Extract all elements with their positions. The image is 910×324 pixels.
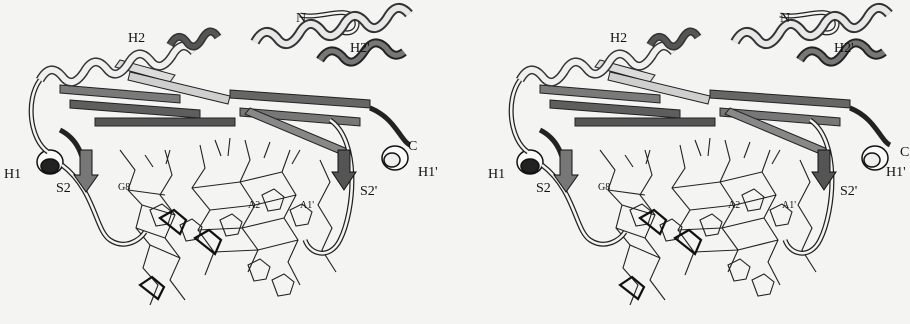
label-h1-prime: H1' (886, 165, 906, 180)
label-s2-prime: S2' (360, 184, 377, 199)
label-a1-prime: A1' (782, 200, 796, 211)
label-a2: A2 (248, 200, 260, 211)
label-g8: G8 (118, 182, 130, 193)
label-h2: H2 (610, 31, 627, 46)
left-stereo-panel: N C H2 H2' H1 H1' S2 S2' G8 A2 A1' (4, 8, 438, 305)
label-h1-prime: H1' (418, 165, 438, 180)
label-s2-prime: S2' (840, 184, 857, 199)
label-a1-prime: A1' (300, 200, 314, 211)
label-c: C (900, 145, 909, 160)
label-h2-prime: H2' (350, 41, 370, 56)
label-c: C (408, 139, 417, 154)
label-h1: H1 (488, 167, 505, 182)
label-s2: S2 (536, 181, 551, 196)
right-stereo-panel: N C H2 H2' H1 H1' S2 S2' G8 A2 A1' (488, 8, 909, 305)
label-n: N (780, 11, 790, 26)
label-n: N (296, 11, 306, 26)
label-g8: G8 (598, 182, 610, 193)
label-h2: H2 (128, 31, 145, 46)
label-s2: S2 (56, 181, 71, 196)
label-h2-prime: H2' (834, 41, 854, 56)
label-h1: H1 (4, 167, 21, 182)
label-a2: A2 (728, 200, 740, 211)
